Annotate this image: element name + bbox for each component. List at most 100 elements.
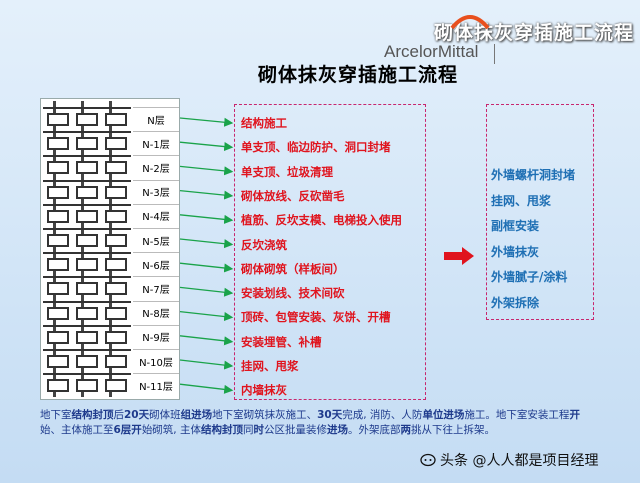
interior-task-item: 安装埋管、补槽: [241, 334, 322, 349]
brand-name: ArcelorMittal: [384, 42, 479, 61]
arcelormittal-logo-icon: [450, 15, 490, 30]
note-segment: 后: [113, 409, 125, 421]
window-icon: [46, 282, 69, 296]
window-icon: [105, 258, 128, 272]
note-segment: 公区批量装修: [264, 424, 327, 436]
note-segment: 结构封顶: [201, 424, 243, 436]
floor-label: N-7层: [133, 276, 179, 299]
note-segment: 30天: [317, 409, 343, 421]
watermark-text: 头条 @人人都是项目经理: [440, 453, 599, 469]
building-floor: [43, 349, 131, 372]
note-segment: 砌体班: [149, 409, 181, 421]
window-icon: [75, 355, 98, 368]
building-floor: [43, 300, 131, 324]
window-icon: [75, 161, 98, 175]
window-icon: [75, 306, 98, 320]
window-icon: [75, 209, 98, 223]
floor-label: N-4层: [133, 203, 179, 227]
note-segment: 完成, 消防、人防: [342, 409, 423, 421]
building-floor: [43, 324, 131, 348]
note-segment: 同: [243, 424, 254, 436]
interior-task-box: [234, 104, 426, 400]
schedule-note: 地下室结构封顶后20天砌体班组进场地下室砌筑抹灰施工、30天完成, 消防、人防单…: [40, 408, 600, 438]
floor-arrow: [179, 165, 234, 176]
note-segment: 挑从下往上拆架。: [411, 424, 495, 436]
window-icon: [46, 234, 69, 247]
note-segment: 结构封顶: [71, 409, 114, 421]
window-icon: [105, 113, 128, 126]
chat-bubble-icon: [420, 453, 436, 467]
building-floor: [43, 107, 131, 130]
window-icon: [75, 185, 98, 199]
note-segment: 始、主体施工至: [40, 424, 114, 436]
floor-label: N-3层: [133, 179, 179, 203]
floor-arrow: [179, 383, 234, 394]
note-segment: 20天: [124, 409, 150, 421]
window-icon: [105, 379, 128, 393]
interior-task-item: 砌体放线、反砍凿毛: [241, 188, 345, 203]
note-segment: 开: [569, 409, 580, 421]
window-icon: [46, 113, 69, 126]
window-icon: [46, 161, 69, 175]
floor-label: N-6层: [133, 252, 179, 275]
note-segment: 6层开: [113, 424, 142, 436]
floor-label: N-11层: [133, 373, 179, 396]
building-column: [81, 101, 84, 397]
note-segment: 时: [253, 424, 265, 436]
floor-arrow: [179, 262, 234, 273]
window-icon: [46, 209, 69, 223]
building-floor: [43, 228, 131, 251]
floor-arrow: [179, 238, 234, 249]
window-icon: [46, 137, 69, 151]
floor-arrow: [179, 359, 234, 370]
building-column: [53, 101, 56, 397]
window-icon: [105, 355, 128, 368]
floor-arrow: [179, 141, 234, 152]
window-icon: [75, 330, 98, 344]
note-segment: 单位进场: [422, 409, 465, 421]
note-segment: 两: [400, 424, 412, 436]
window-icon: [46, 185, 69, 199]
window-icon: [105, 161, 128, 175]
floor-label: N层: [133, 107, 179, 130]
window-icon: [75, 234, 98, 247]
note-segment: 地下室: [40, 409, 72, 421]
exterior-task-item: 挂网、甩浆: [491, 193, 552, 208]
window-icon: [46, 379, 69, 393]
window-icon: [46, 355, 69, 368]
window-icon: [105, 306, 128, 320]
building-floor: [43, 252, 131, 275]
interior-task-item: 单支顶、临边防护、洞口封堵: [241, 140, 391, 155]
floor-label: N-8层: [133, 300, 179, 324]
exterior-task-item: 外架拆除: [491, 296, 540, 310]
window-icon: [75, 113, 98, 126]
note-segment: 地下室砌筑抹灰施工、: [212, 409, 318, 421]
window-icon: [75, 379, 98, 393]
interior-task-item: 结构施工: [241, 116, 287, 130]
building-floor: [43, 155, 131, 178]
window-icon: [46, 306, 69, 320]
building-floor: [43, 276, 131, 299]
note-segment: 施工。地下室安装工程: [464, 409, 570, 421]
window-icon: [46, 258, 69, 272]
window-icon: [105, 234, 128, 247]
floor-label: N-2层: [133, 155, 179, 178]
building-column: [109, 101, 112, 397]
transition-arrow-icon: [444, 247, 474, 265]
window-icon: [105, 185, 128, 199]
exterior-task-item: 外墙抹灰: [491, 244, 540, 259]
floor-arrow: [179, 286, 234, 297]
floor-label: N-5层: [133, 228, 179, 251]
exterior-task-item: 外墙腻子/涂料: [491, 270, 568, 285]
window-icon: [75, 258, 98, 272]
floor-label: N-1层: [133, 131, 179, 154]
banner: 砌体抹灰穿插施工流程: [410, 14, 640, 48]
window-icon: [105, 209, 128, 223]
building-floor: [43, 131, 131, 154]
main-title: 砌体抹灰穿插施工流程: [258, 64, 459, 86]
interior-task-item: 安装划线、技术间砍: [241, 286, 345, 301]
interior-task-item: 砌体砌筑（样板间）: [241, 261, 345, 276]
interior-task-item: 顶砖、包管安装、灰饼、开槽: [241, 310, 391, 325]
exterior-task-box: [486, 104, 594, 320]
